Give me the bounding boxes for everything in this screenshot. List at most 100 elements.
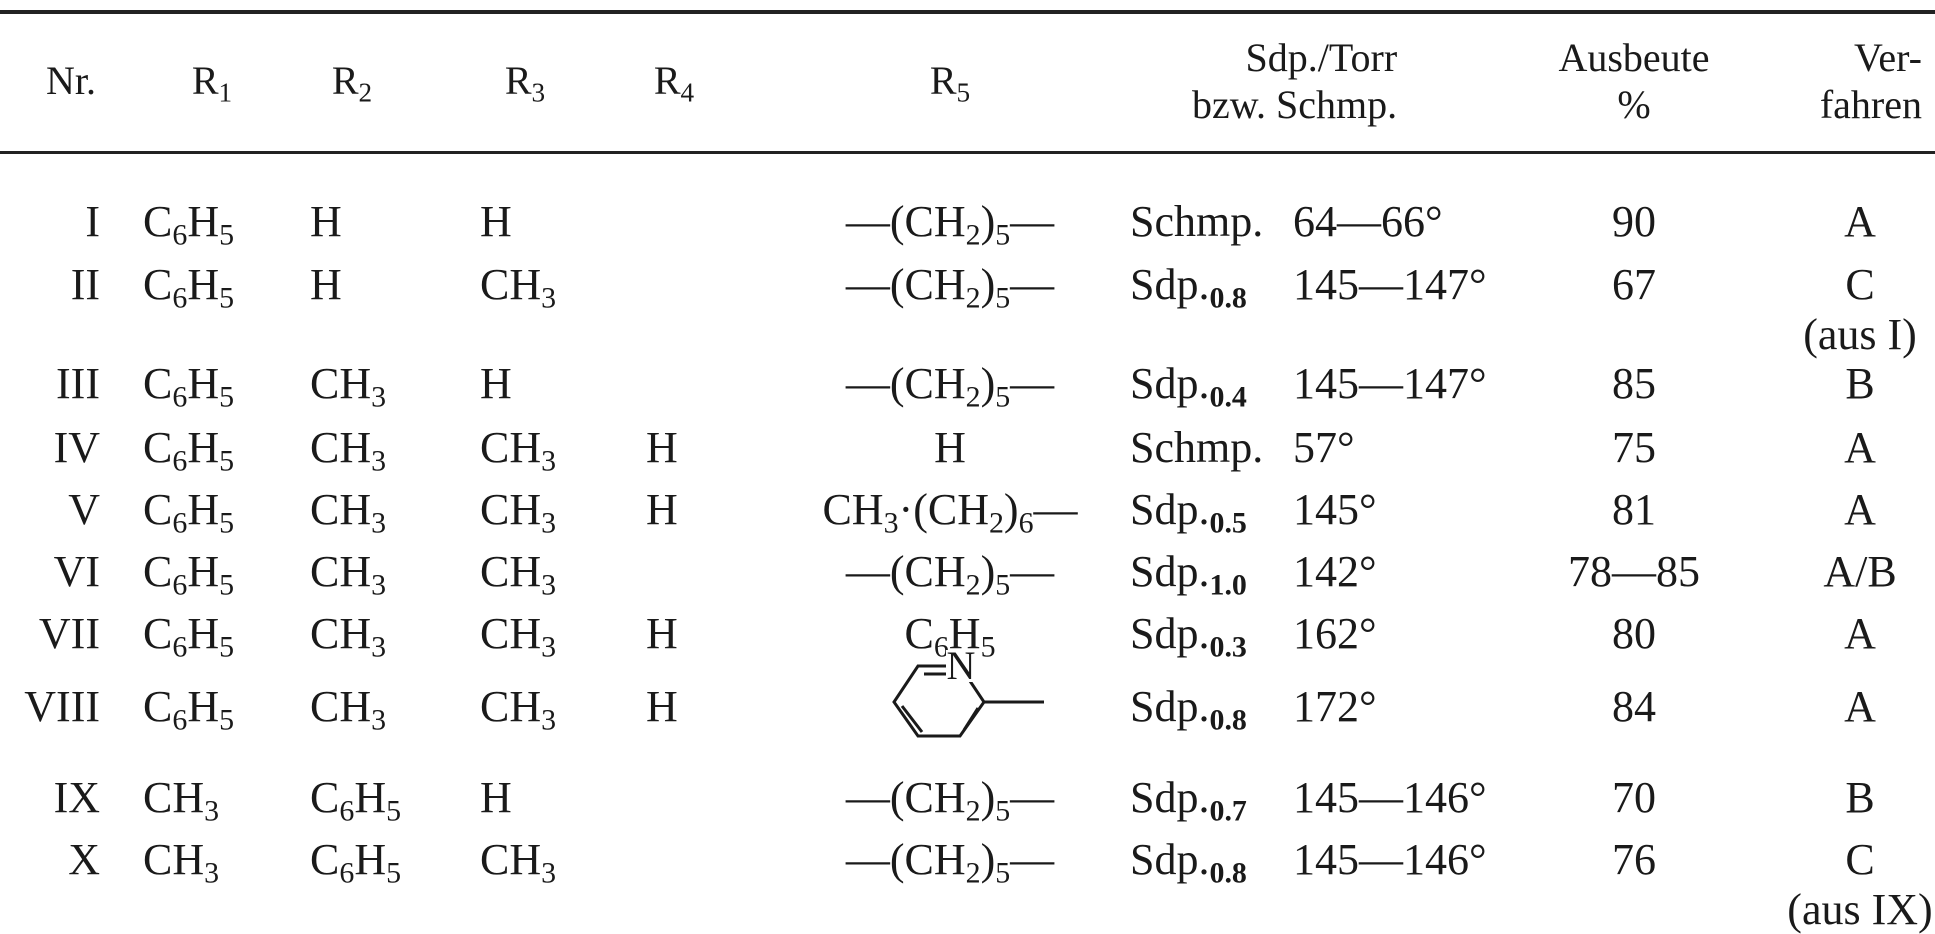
- method-value: A: [1844, 682, 1876, 731]
- header-yield-line1: Ausbeute: [1558, 35, 1710, 80]
- header-sdp-line1: Sdp./Torr: [1245, 35, 1398, 80]
- cell-r5: —(CH2)5—: [845, 835, 1055, 890]
- cell-r2: C6H5: [310, 835, 402, 890]
- method-value: B: [1845, 773, 1875, 822]
- cell-sdp: Sdp.1.0: [1130, 550, 1247, 600]
- cell-r1: C6H5: [143, 682, 235, 737]
- header-r4: R4: [653, 58, 695, 108]
- cell-method: C(aus I): [1803, 263, 1917, 357]
- cell-yield: 84: [1612, 682, 1656, 731]
- cell-method: A: [1844, 488, 1876, 532]
- sdp-label: Sdp.: [1130, 682, 1210, 731]
- header-yield-line2: %: [1617, 82, 1651, 128]
- cell-r2: C6H5: [310, 773, 402, 828]
- cell-r5: —(CH2)5—: [845, 197, 1055, 252]
- cell-sdp: Sdp.0.8: [1130, 838, 1247, 888]
- row-number: IX: [53, 773, 100, 822]
- cell-r5: —(CH2)5—: [845, 773, 1055, 828]
- cell-r3: H: [480, 773, 512, 822]
- cell-sdp: Sdp.0.4: [1130, 359, 1247, 412]
- cell-method: B: [1845, 776, 1874, 820]
- row-number: IV: [53, 423, 100, 472]
- sdp-pressure: 0.7: [1209, 794, 1247, 828]
- cell-r1: C6H5: [143, 485, 235, 540]
- cell-r3: CH3: [480, 547, 557, 602]
- cell-r3: CH3: [480, 609, 557, 664]
- cell-yield: 78—85: [1568, 547, 1700, 596]
- cell-temperature: 57°: [1293, 423, 1355, 472]
- method-value: B: [1845, 359, 1875, 408]
- sdp-label: Sdp.: [1130, 485, 1210, 534]
- cell-temperature: 142°: [1293, 547, 1377, 596]
- method-value: A: [1844, 197, 1876, 246]
- row-number: VII: [38, 609, 100, 658]
- cell-temperature: 145°: [1293, 485, 1377, 534]
- cell-r1: C6H5: [143, 197, 235, 252]
- sdp-pressure: 0.4: [1209, 380, 1247, 414]
- cell-sdp: Sdp.0.8: [1130, 263, 1247, 313]
- cell-method: A: [1844, 200, 1876, 244]
- method-value: A/B: [1823, 547, 1897, 596]
- cell-r3: H: [480, 359, 512, 408]
- header-method: Ver- fahren: [1820, 34, 1922, 128]
- cell-yield: 67: [1612, 260, 1656, 309]
- sdp-pressure: 0.8: [1209, 703, 1247, 737]
- cell-r2: H: [310, 260, 342, 309]
- cell-r3: CH3: [480, 423, 557, 478]
- cell-yield: 80: [1612, 609, 1656, 658]
- cell-temperature: 145—146°: [1293, 835, 1487, 884]
- row-number: III: [56, 359, 100, 408]
- cell-r2: CH3: [310, 547, 387, 602]
- cell-r5: —(CH2)5—: [845, 359, 1055, 414]
- row-number: X: [68, 835, 100, 884]
- header-method-line2: fahren: [1819, 82, 1922, 128]
- row-number: V: [68, 485, 100, 534]
- method-note: (aus IX): [1787, 885, 1933, 934]
- sdp-pressure: 0.8: [1209, 856, 1247, 890]
- cell-method: A: [1844, 612, 1876, 656]
- cell-yield: 90: [1612, 197, 1656, 246]
- header-sdp: Sdp./Torr bzw. Schmp.: [1192, 34, 1397, 128]
- sdp-label: Sdp.: [1130, 359, 1210, 408]
- cell-r1: C6H5: [143, 547, 235, 602]
- cell-r3: CH3: [480, 835, 557, 890]
- cell-sdp: Sdp.0.8: [1130, 682, 1247, 735]
- cell-temperature: 145—147°: [1293, 260, 1487, 309]
- cell-r2: CH3: [310, 423, 387, 478]
- row-number: I: [85, 197, 100, 246]
- sdp-pressure: 0.8: [1209, 281, 1247, 315]
- cell-r1: C6H5: [143, 359, 235, 414]
- cell-temperature: 145—147°: [1293, 359, 1487, 408]
- row-number: VI: [53, 547, 100, 596]
- cell-sdp: Sdp.0.5: [1130, 485, 1247, 538]
- sdp-label: Schmp.: [1130, 423, 1264, 472]
- cell-r2: CH3: [310, 485, 387, 540]
- header-r1: R1: [191, 58, 233, 108]
- cell-method: A/B: [1823, 550, 1896, 594]
- cell-method: C(aus IX): [1787, 838, 1932, 932]
- header-sdp-line2: bzw. Schmp.: [1192, 82, 1398, 128]
- cell-temperature: 172°: [1293, 682, 1377, 731]
- cell-sdp: Schmp.: [1130, 200, 1263, 244]
- header-nr: Nr.: [46, 58, 96, 103]
- method-value: C: [1845, 260, 1875, 309]
- cell-r4: H: [646, 423, 678, 472]
- sdp-pressure: 0.3: [1209, 630, 1247, 664]
- header-rule: [0, 151, 1935, 154]
- cell-r2: H: [310, 197, 342, 246]
- header-yield: Ausbeute %: [1558, 34, 1709, 128]
- cell-r5: —(CH2)5—: [845, 547, 1055, 602]
- cell-yield: 76: [1612, 835, 1656, 884]
- sdp-pressure: 1.0: [1209, 568, 1247, 602]
- cell-sdp: Schmp.: [1130, 426, 1263, 470]
- method-value: A: [1844, 485, 1876, 534]
- method-value: C: [1845, 835, 1875, 884]
- cell-r5: CH3·(CH2)6—: [822, 485, 1078, 540]
- row-number: II: [70, 260, 100, 309]
- cell-yield: 81: [1612, 485, 1656, 534]
- cell-sdp: Sdp.0.7: [1130, 776, 1247, 826]
- cell-r3: CH3: [480, 682, 557, 737]
- cell-method: A: [1844, 685, 1876, 729]
- cell-r3: CH3: [480, 260, 557, 315]
- cell-r1: CH3: [143, 835, 220, 890]
